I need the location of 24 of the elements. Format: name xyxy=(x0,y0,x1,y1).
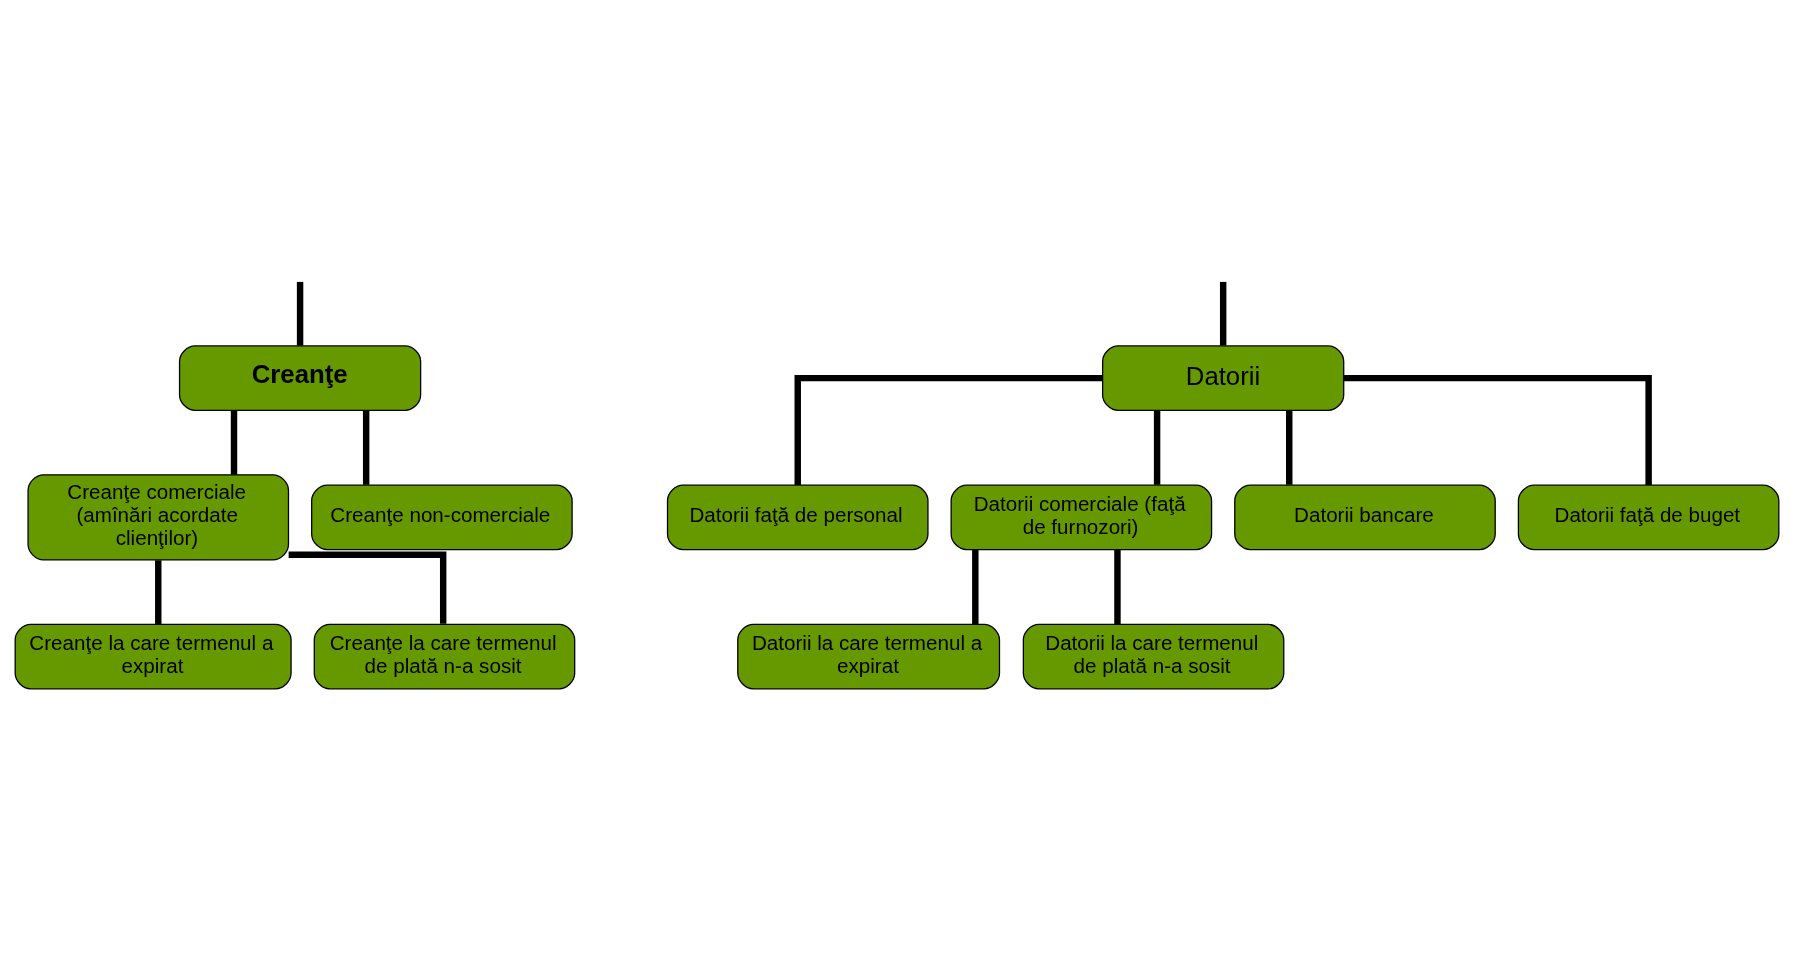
node-box: Datorii faţă de personal xyxy=(666,484,929,550)
node-box: Creanţe la care termenul a expirat xyxy=(14,623,292,689)
connector xyxy=(794,374,1102,485)
node-box: Creanţe la care termenul de plată n-a sosit xyxy=(313,623,575,689)
node-box: Creanţe non-comerciale xyxy=(310,484,573,550)
connector xyxy=(1285,409,1292,485)
node-box: Creanţe xyxy=(178,344,421,411)
connector xyxy=(230,409,237,475)
connector xyxy=(1153,409,1160,485)
node-box: Creanţe comerciale (amînări acordate clienţilor) xyxy=(26,473,289,561)
connector xyxy=(296,281,303,345)
node-box: Datorii comerciale (faţă de furnozori) xyxy=(950,484,1212,550)
node-box: Datorii bancare xyxy=(1233,484,1496,550)
node-box: Datorii faţă de buget xyxy=(1517,484,1779,550)
node-box: Datorii la care termenul a expirat xyxy=(736,623,1000,689)
connector xyxy=(1343,374,1652,485)
node-box: Datorii la care termenul de plată n-a sosit xyxy=(1022,623,1284,689)
connector xyxy=(1113,549,1121,624)
node-box: Datorii xyxy=(1101,344,1344,411)
connector xyxy=(362,409,369,485)
connector xyxy=(1219,281,1226,345)
connector xyxy=(288,551,446,624)
connector xyxy=(971,549,979,624)
connector xyxy=(154,559,161,624)
